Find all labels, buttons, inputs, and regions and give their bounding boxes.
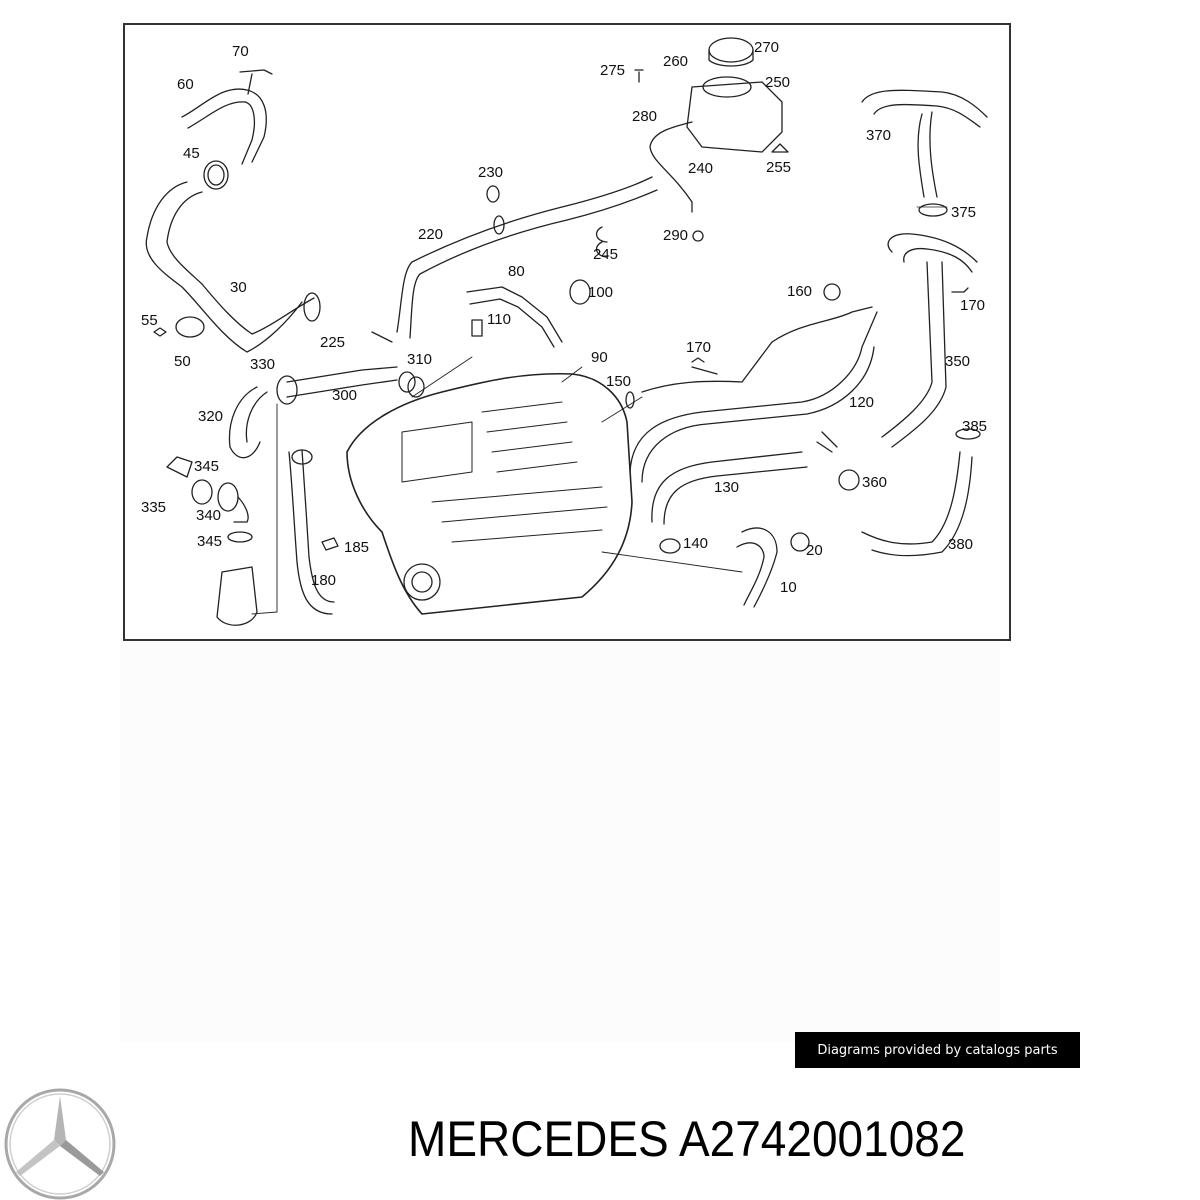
callout-label: 180	[311, 572, 337, 589]
callout-label: 170	[960, 297, 986, 314]
callout-label: 70	[232, 43, 249, 60]
part-title: MERCEDES A2742001082	[408, 1111, 966, 1167]
callout-label: 275	[600, 62, 626, 79]
callout-label: 330	[250, 356, 276, 373]
callout-label: 80	[508, 263, 525, 280]
callout-label: 270	[754, 39, 780, 56]
callout-label: 160	[787, 283, 813, 300]
callout-label: 345	[194, 458, 220, 475]
callout-label: 220	[418, 226, 444, 243]
callout-label: 185	[344, 539, 370, 556]
parts-diagram-frame	[123, 23, 1011, 641]
callout-label: 30	[230, 279, 247, 296]
callout-label: 20	[806, 542, 823, 559]
callout-label: 50	[174, 353, 191, 370]
lower-blank-area	[120, 642, 1000, 1042]
callout-label: 225	[320, 334, 346, 351]
callout-label: 375	[951, 204, 977, 221]
callout-label: 320	[198, 408, 224, 425]
callout-label: 280	[632, 108, 658, 125]
callout-label: 370	[866, 127, 892, 144]
callout-label: 230	[478, 164, 504, 181]
callout-label: 260	[663, 53, 689, 70]
callout-label: 350	[945, 353, 971, 370]
engine-cooling-line-art	[145, 37, 988, 626]
mercedes-star-icon	[4, 1088, 116, 1200]
callout-label: 310	[407, 351, 433, 368]
callout-label: 335	[141, 499, 167, 516]
callout-label: 340	[196, 507, 222, 524]
callout-label: 240	[688, 160, 714, 177]
callout-label: 120	[849, 394, 875, 411]
callout-label: 130	[714, 479, 740, 496]
callout-label: 100	[588, 284, 614, 301]
callout-label: 360	[862, 474, 888, 491]
callout-label: 380	[948, 536, 974, 553]
callout-label: 385	[962, 418, 988, 435]
callout-label: 90	[591, 349, 608, 366]
callout-label: 55	[141, 312, 158, 329]
callout-label: 290	[663, 227, 689, 244]
callout-label: 10	[780, 579, 797, 596]
callout-label: 250	[765, 74, 791, 91]
callout-label: 110	[487, 311, 511, 328]
callout-label: 170	[686, 339, 712, 356]
callout-label: 140	[683, 535, 709, 552]
callout-label: 60	[177, 76, 194, 93]
callout-label: 300	[332, 387, 358, 404]
callout-label: 245	[593, 246, 619, 263]
credit-banner: Diagrams provided by catalogs parts	[795, 1032, 1080, 1068]
callout-label: 255	[766, 159, 792, 176]
callout-label: 45	[183, 145, 200, 162]
callout-label: 345	[197, 533, 223, 550]
callout-label: 150	[606, 373, 632, 390]
